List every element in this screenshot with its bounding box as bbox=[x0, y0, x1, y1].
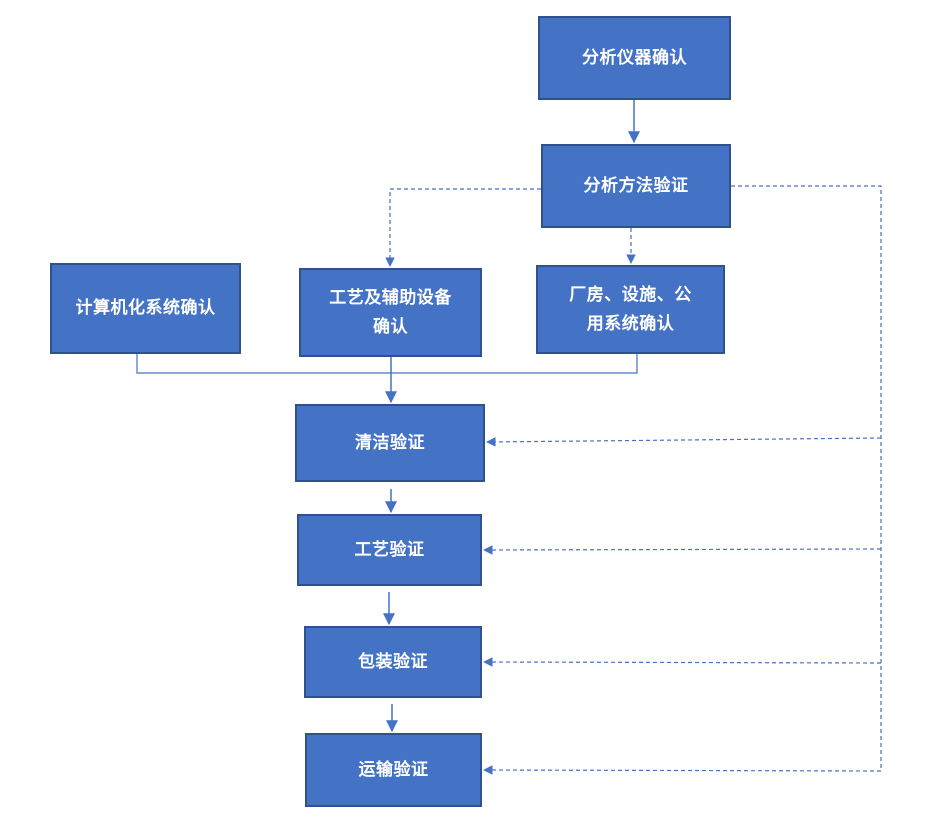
node-analytical-method-validation: 分析方法验证 bbox=[541, 144, 731, 228]
edge-method-to-process bbox=[483, 545, 882, 555]
node-label-line-1: 工艺及辅助设备 bbox=[329, 287, 452, 308]
edge-method-to-transport bbox=[483, 765, 882, 775]
node-label: 清洁验证 bbox=[355, 432, 425, 453]
edge-method-to-cleaning bbox=[486, 437, 882, 447]
node-process-equipment-qualification: 工艺及辅助设备 确认 bbox=[299, 268, 482, 357]
edge-method-bus bbox=[731, 185, 882, 771]
node-process-validation: 工艺验证 bbox=[297, 514, 482, 586]
edge-computer-system-merge bbox=[136, 354, 638, 374]
node-computer-system-qualification: 计算机化系统确认 bbox=[50, 263, 241, 354]
node-transport-validation: 运输验证 bbox=[305, 733, 482, 807]
edge-method-to-packaging bbox=[483, 657, 882, 667]
node-facility-utility-qualification: 厂房、设施、公 用系统确认 bbox=[536, 265, 725, 354]
edge-method-to-equipment bbox=[385, 188, 541, 267]
node-label: 运输验证 bbox=[358, 759, 429, 780]
node-label: 工艺验证 bbox=[354, 539, 425, 560]
node-label: 包装验证 bbox=[358, 651, 428, 672]
node-label: 分析仪器确认 bbox=[582, 47, 687, 68]
node-label-line-2: 用系统确认 bbox=[586, 313, 675, 334]
node-label-line-1: 厂房、设施、公 bbox=[569, 284, 692, 305]
node-analytical-instrument-qualification: 分析仪器确认 bbox=[538, 16, 731, 100]
node-label: 计算机化系统确认 bbox=[75, 298, 216, 318]
node-label-line-2: 确认 bbox=[373, 316, 408, 337]
node-packaging-validation: 包装验证 bbox=[304, 626, 482, 698]
node-cleaning-validation: 清洁验证 bbox=[295, 404, 485, 482]
node-label: 分析方法验证 bbox=[583, 175, 689, 196]
